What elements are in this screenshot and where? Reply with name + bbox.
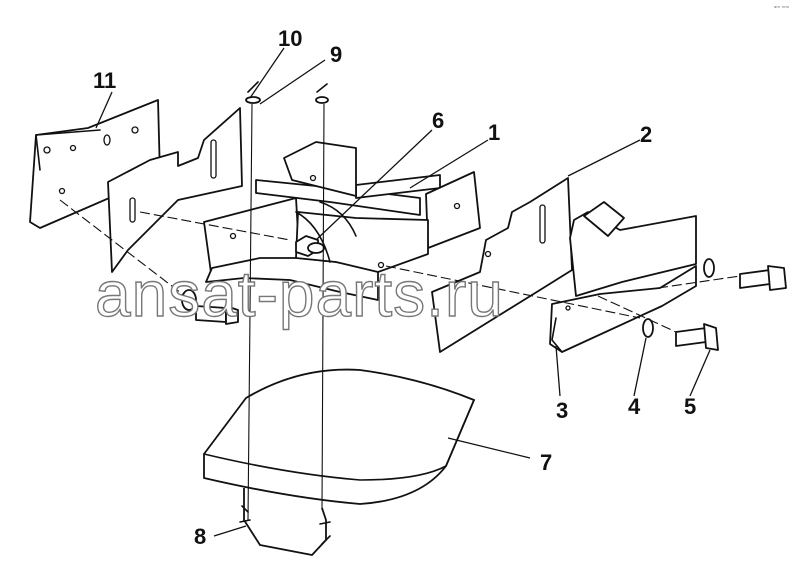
callout-5: 5 — [684, 394, 696, 419]
callout-11: 11 — [93, 68, 116, 93]
part-9-10-pins — [245, 81, 329, 104]
callout-9: 9 — [330, 42, 342, 67]
callout-6: 6 — [432, 108, 444, 133]
left-mid-plate — [107, 107, 243, 273]
callout-1: 1 — [488, 120, 500, 145]
callout-8: 8 — [194, 524, 206, 549]
callout-numbers: 11 10 9 6 1 2 3 4 5 7 8 — [93, 26, 696, 549]
callout-4: 4 — [628, 394, 641, 419]
watermark-text: ansat-parts.ru — [95, 258, 504, 330]
part-2-right-plate — [431, 177, 573, 353]
corner-mark: ᵃᵐ ⁿⁿⁿ — [774, 5, 790, 12]
part-4-washers — [181, 258, 715, 338]
part-3-angle-bracket — [549, 201, 697, 353]
leader-lines — [95, 47, 711, 537]
part-11-left-plate — [29, 99, 161, 229]
part-7-pad — [203, 368, 475, 505]
part-8-u-clip — [239, 488, 331, 556]
part-5-bolts — [195, 265, 787, 351]
callout-3: 3 — [556, 398, 568, 423]
part-6-nut — [295, 235, 325, 257]
callout-2: 2 — [640, 122, 652, 147]
callout-10: 10 — [278, 26, 302, 51]
alignment-lines — [59, 103, 741, 521]
callout-7: 7 — [540, 450, 552, 475]
